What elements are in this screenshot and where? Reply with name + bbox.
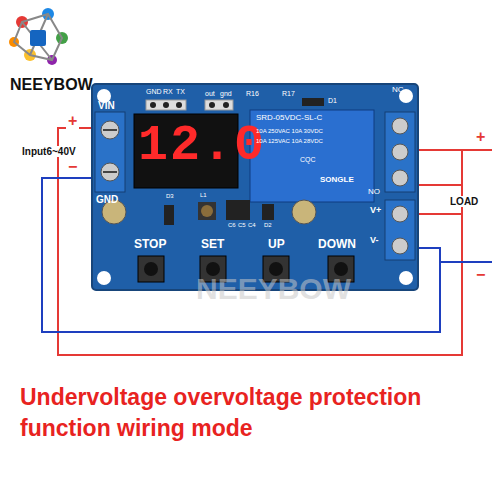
pin-label: TX <box>176 88 185 96</box>
polarity-label: − <box>474 266 487 284</box>
polarity-label: + <box>66 112 79 130</box>
terminal-label: VIN <box>98 100 115 111</box>
watermark: NEEYBOW <box>196 272 351 305</box>
brand-logo: NEEYBOW <box>10 76 93 94</box>
pin-label: RX <box>163 88 173 96</box>
pin-label: out <box>205 90 215 98</box>
button-label: UP <box>268 238 285 251</box>
terminal-label: GND <box>96 194 118 205</box>
button-label: DOWN <box>318 238 356 251</box>
terminal-label: V+ <box>370 206 381 216</box>
button-label: SET <box>201 238 224 251</box>
relay-rating: 10A 125VAC 10A 28VDC <box>256 138 323 145</box>
terminal-label: V- <box>370 236 379 246</box>
part-label: C4 <box>248 222 256 229</box>
cert-mark: CQC <box>300 156 316 164</box>
polarity-label: + <box>474 128 487 146</box>
logo-mark <box>9 8 68 65</box>
terminal-label: NO <box>368 188 380 197</box>
part-label: D3 <box>166 193 174 200</box>
load-label: LOAD <box>448 196 480 207</box>
part-label: L1 <box>200 192 207 199</box>
pin-label: gnd <box>220 90 232 98</box>
part-label: R17 <box>282 90 295 98</box>
pin-label: GND <box>146 88 162 96</box>
part-label: R16 <box>246 90 259 98</box>
part-label: D1 <box>328 97 337 105</box>
part-label: C6 <box>228 222 236 229</box>
part-label: D2 <box>264 222 272 229</box>
button-label: STOP <box>134 238 166 251</box>
terminal-label: NC <box>392 86 404 95</box>
part-label: C5 <box>238 222 246 229</box>
input-range: Input6~40V <box>20 146 78 157</box>
relay-model: SRD-05VDC-SL-C <box>256 114 322 123</box>
relay-rating: 10A 250VAC 10A 30VDC <box>256 128 323 135</box>
display-reading: 12.0 <box>138 118 266 173</box>
caption: Undervoltage overvoltage protection func… <box>20 382 488 444</box>
relay-brand: SONGLE <box>320 176 354 185</box>
polarity-label: − <box>66 158 79 176</box>
